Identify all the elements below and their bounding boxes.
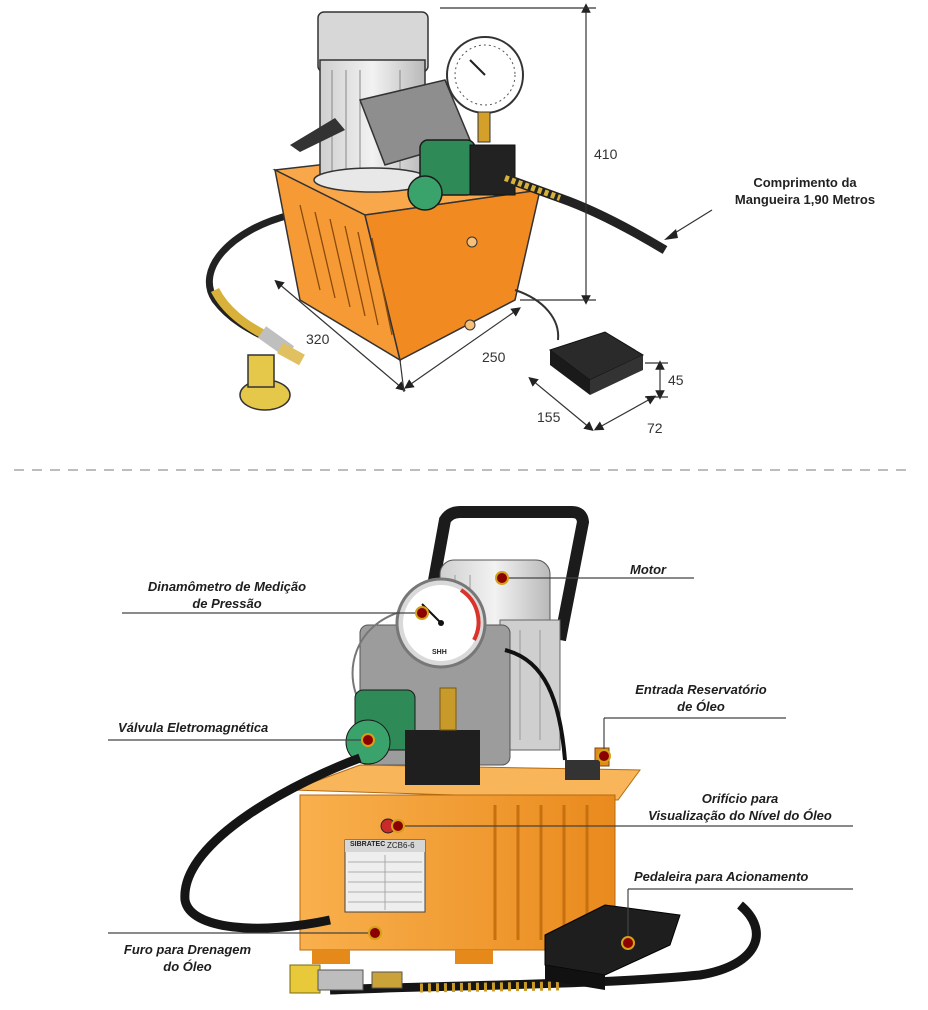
dim-depth: 320 — [306, 331, 330, 347]
label-sight: Orifício para Visualização do Nível do Ó… — [615, 790, 865, 824]
label-gauge-line1: Dinamômetro de Medição — [147, 579, 307, 594]
hose-length-note: Comprimento da Mangueira 1,90 Metros — [705, 174, 905, 208]
callout-lines — [108, 577, 853, 943]
pump-drawing — [206, 11, 668, 411]
label-reservoir-line1: Entrada Reservatório — [635, 682, 767, 697]
label-pedal: Pedaleira para Acionamento — [634, 869, 809, 884]
label-drain-line2: do Óleo — [163, 959, 212, 974]
label-motor: Motor — [630, 562, 667, 577]
dimension-lines — [274, 3, 713, 432]
label-gauge-line2: de Pressão — [192, 596, 262, 611]
dim-height: 410 — [594, 146, 618, 162]
label-reservoir-line2: de Óleo — [677, 699, 725, 714]
label-sight-line2: Visualização do Nível do Óleo — [648, 808, 832, 823]
label-reservoir: Entrada Reservatório de Óleo — [606, 681, 796, 715]
dim-width: 250 — [482, 349, 506, 365]
hose-note-line1: Comprimento da — [753, 175, 857, 190]
nameplate-brand: SIBRATEC — [350, 841, 386, 848]
callout-markers — [361, 571, 635, 950]
dim-pedal-width: 72 — [647, 420, 663, 436]
label-drain-line1: Furo para Drenagem — [123, 942, 252, 957]
label-valve: Válvula Eletromagnética — [118, 720, 269, 735]
gauge-brand: SHH — [432, 649, 447, 656]
pump-photo — [180, 506, 761, 995]
label-drain: Furo para Drenagem do Óleo — [100, 941, 275, 975]
dim-pedal-length: 155 — [537, 409, 561, 425]
hose-note-line2: Mangueira 1,90 Metros — [734, 192, 876, 207]
label-gauge: Dinamômetro de Medição de Pressão — [112, 578, 342, 612]
dim-pedal-height: 45 — [668, 372, 684, 388]
nameplate-model: ZCB6-6 — [387, 841, 415, 850]
label-sight-line1: Orifício para — [701, 791, 779, 806]
